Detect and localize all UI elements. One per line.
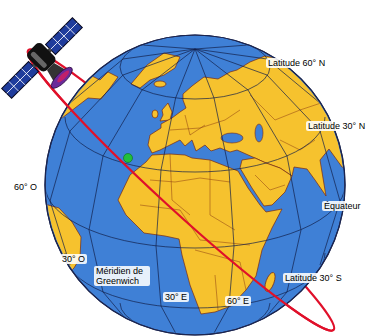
- axis-label: 30° O: [60, 254, 87, 264]
- axis-label: Latitude 30° S: [283, 273, 344, 283]
- axis-label: 30° E: [163, 292, 189, 302]
- location-dot: [124, 154, 133, 163]
- axis-label: Équateur: [322, 201, 363, 211]
- axis-label: Latitude 60° N: [266, 58, 327, 68]
- axis-label: Latitude 30° N: [306, 121, 367, 131]
- axis-label: 60° O: [12, 182, 39, 192]
- graticule: [45, 35, 345, 335]
- axis-label: 60° E: [225, 296, 251, 306]
- orbit-front: [15, 50, 334, 336]
- land: [30, 30, 360, 314]
- axis-label: Méridien de Greenwich: [94, 266, 150, 286]
- satellite: [0, 13, 101, 117]
